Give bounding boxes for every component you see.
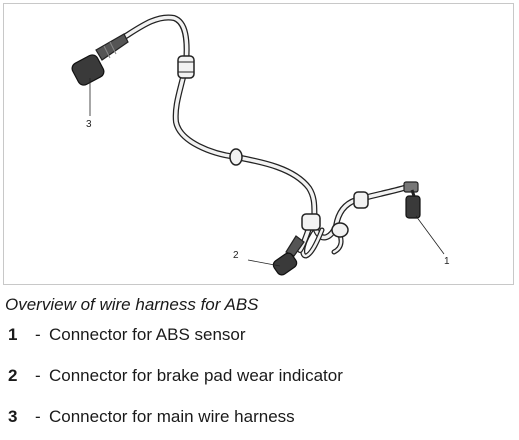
legend-item-dash: - bbox=[35, 407, 41, 426]
legend-item-text: Connector for brake pad wear indicator bbox=[49, 366, 343, 385]
abs-sensor-connector bbox=[403, 181, 421, 219]
cable-junction-clip bbox=[301, 213, 321, 231]
cable-clip-lower bbox=[331, 222, 349, 238]
leader-line-1 bbox=[415, 215, 445, 255]
legend-item-3: 3 - Connector for main wire harness bbox=[8, 407, 343, 427]
callout-3: 3 bbox=[86, 119, 92, 130]
legend-item-2: 2 - Connector for brake pad wear indicat… bbox=[8, 366, 343, 386]
legend-item-text: Connector for ABS sensor bbox=[49, 325, 246, 344]
cable-clip-upper bbox=[177, 55, 195, 79]
cable-grommet-middle bbox=[229, 148, 243, 166]
legend-item-number: 2 bbox=[8, 366, 18, 385]
legend-item-dash: - bbox=[35, 325, 41, 344]
legend-list: 1 - Connector for ABS sensor 2 - Connect… bbox=[8, 325, 343, 440]
legend-item-dash: - bbox=[35, 366, 41, 385]
diagram-frame: 1 2 3 bbox=[3, 3, 514, 285]
brake-pad-connector bbox=[272, 235, 305, 276]
legend-item-number: 1 bbox=[8, 325, 18, 344]
wire-harness-diagram: 1 2 3 bbox=[71, 14, 450, 276]
callout-1: 1 bbox=[444, 256, 450, 267]
cable-clip-right bbox=[353, 191, 369, 209]
callout-2: 2 bbox=[233, 250, 239, 261]
figure-caption: Overview of wire harness for ABS bbox=[5, 295, 259, 314]
legend-item-1: 1 - Connector for ABS sensor bbox=[8, 325, 343, 345]
leader-line-2 bbox=[247, 259, 281, 267]
legend-item-number: 3 bbox=[8, 407, 18, 426]
legend-item-text: Connector for main wire harness bbox=[49, 407, 295, 426]
main-harness-cable bbox=[113, 14, 417, 241]
main-harness-connector bbox=[71, 33, 129, 86]
